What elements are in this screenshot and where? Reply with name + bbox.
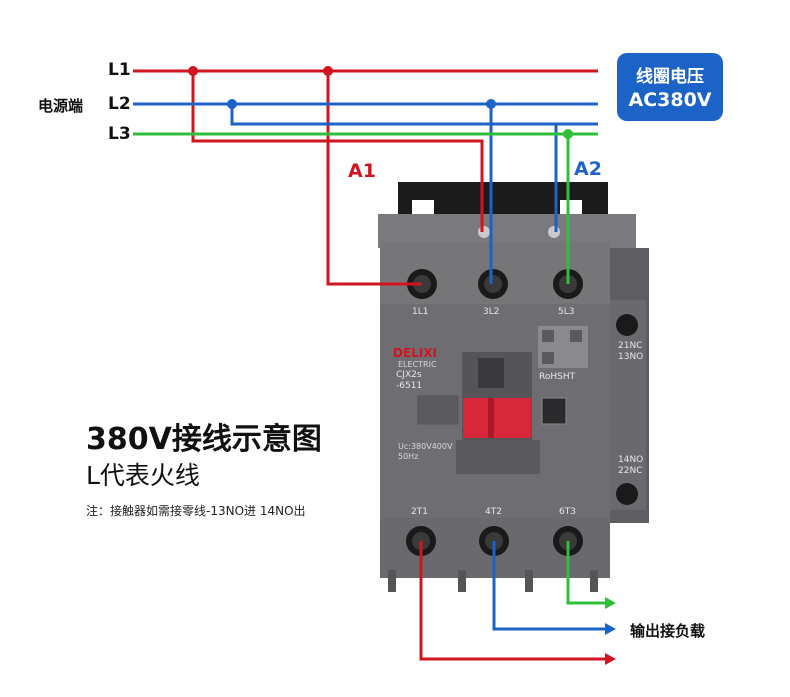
output-arrow-red — [605, 653, 616, 665]
coil-voltage-value: AC380V — [628, 89, 712, 111]
l1-wire — [133, 69, 598, 286]
rating-label-2: 50Hz — [398, 452, 419, 461]
neutral-note: 注：接触器如需接零线-13NO进 14NO出 — [86, 504, 306, 518]
output-arrow-blue — [605, 623, 616, 635]
terminal-label-5l3: 5L3 — [558, 307, 575, 317]
aux-label-14no: 14NO — [618, 455, 644, 465]
l2-wire — [133, 102, 598, 284]
aux-label-22nc: 22NC — [618, 466, 643, 476]
terminal-label-4t2: 4T2 — [485, 507, 502, 517]
output-load-label: 输出接负载 — [630, 622, 706, 640]
terminal-label-3l2: 3L2 — [483, 307, 500, 317]
coil-voltage-title: 线圈电压 — [636, 67, 704, 87]
rating-label-1: Uc:380V400V — [398, 442, 453, 451]
rohs-label: RoHSHT — [539, 372, 576, 382]
diagram-title: 380V接线示意图 — [86, 422, 322, 457]
diagram-subtitle: L代表火线 — [86, 461, 200, 490]
a2-label: A2 — [574, 158, 602, 180]
output-arrow-green — [605, 597, 616, 609]
l3-label: L3 — [108, 124, 131, 144]
l3-wire — [133, 132, 598, 284]
test-button — [463, 398, 531, 438]
a1-screw — [478, 226, 490, 238]
l1-label: L1 — [108, 60, 131, 80]
power-side-label: 电源端 — [38, 97, 84, 115]
aux-label-21nc: 21NC — [618, 341, 643, 351]
terminal-label-2t1: 2T1 — [411, 507, 428, 517]
junction-dots — [188, 66, 573, 139]
a1-label: A1 — [348, 160, 376, 182]
auxiliary-contact-block — [605, 248, 649, 523]
a2-screw — [548, 226, 560, 238]
model-label: CJX2s — [396, 370, 422, 380]
coil-voltage-badge: 线圈电压 AC380V — [617, 53, 723, 121]
model-number: -6511 — [396, 381, 423, 391]
l2-label: L2 — [108, 94, 131, 114]
brand-logo: DELIXI — [393, 346, 437, 360]
output-wires — [419, 541, 616, 665]
aux-label-13no: 13NO — [618, 352, 644, 362]
terminal-label-1l1: 1L1 — [412, 307, 429, 317]
brand-sub: ELECTRIC — [398, 360, 437, 369]
terminal-label-6t3: 6T3 — [559, 507, 576, 517]
